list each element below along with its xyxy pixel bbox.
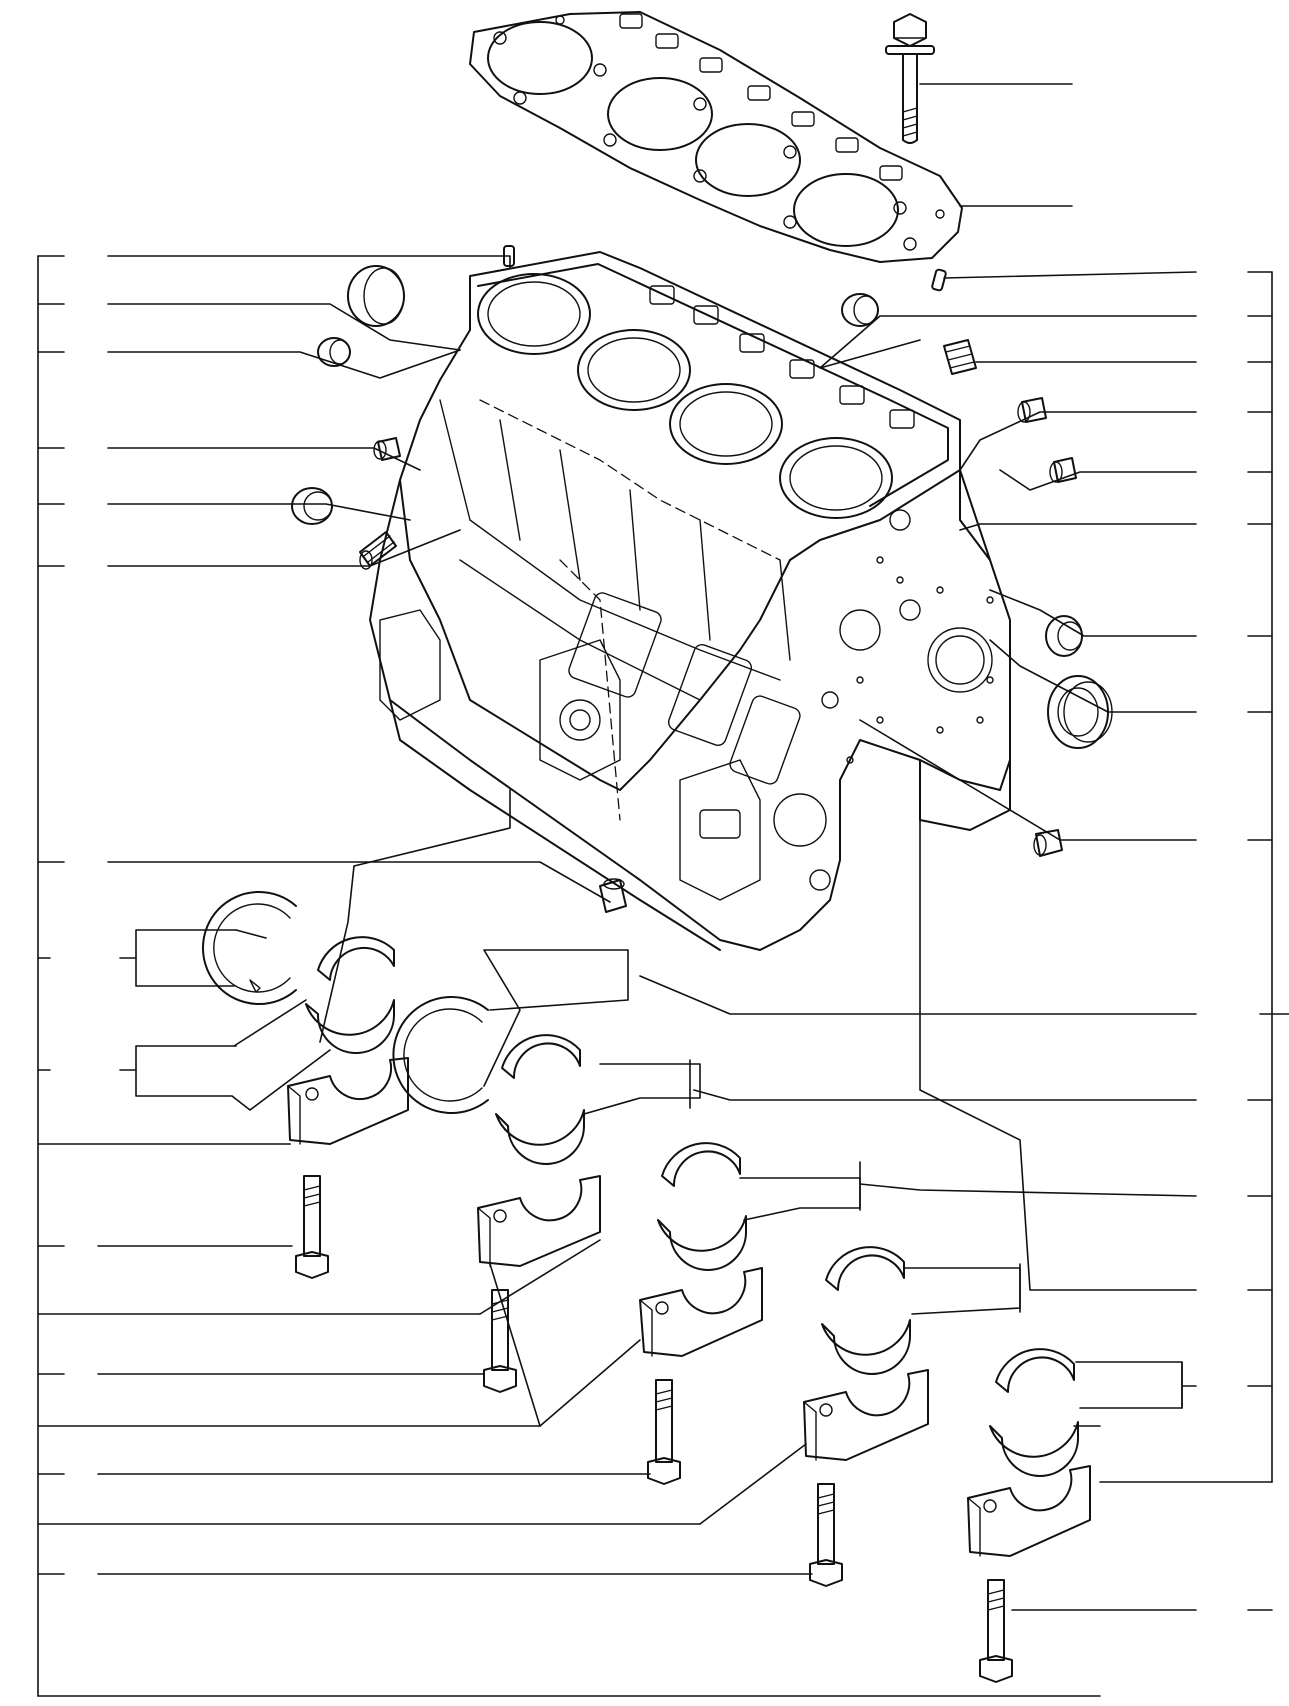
main-bearing-shell-upper-4 bbox=[825, 1246, 905, 1291]
main-bearing-cap-2 bbox=[477, 1175, 601, 1267]
cylinder-block bbox=[369, 251, 1011, 951]
thrust-washer-upper bbox=[201, 891, 297, 1005]
main-bearing-cap-3 bbox=[639, 1267, 763, 1357]
left-leader-lines bbox=[97, 255, 813, 1575]
bearing-pair-brackets bbox=[689, 1059, 1183, 1409]
main-bearing-shell-lower-5 bbox=[989, 1421, 1079, 1477]
main-bearing-shell-lower-2 bbox=[495, 1109, 585, 1165]
head-bolt bbox=[885, 13, 935, 144]
main-bearing-shell-upper-2 bbox=[501, 1034, 581, 1079]
head-gasket bbox=[469, 11, 963, 263]
main-bearing-shell-lower-3 bbox=[657, 1215, 747, 1271]
oil-seal-left bbox=[291, 487, 333, 525]
main-bearing-shell-upper-3 bbox=[661, 1142, 741, 1187]
cap-bolt-2 bbox=[483, 1289, 517, 1393]
thrust-washer-lower bbox=[392, 996, 489, 1114]
cap-bolt-5 bbox=[979, 1579, 1013, 1683]
main-bearing-cap-5 bbox=[967, 1465, 1091, 1557]
cap-bolt-4 bbox=[809, 1483, 843, 1587]
plug-tapered bbox=[943, 339, 977, 375]
expansion-plug-large bbox=[347, 265, 405, 327]
expansion-plug-small bbox=[317, 337, 351, 367]
cap-bolt-3 bbox=[647, 1379, 681, 1485]
main-bearing-cap-1 bbox=[287, 1057, 409, 1145]
drain-plug-front bbox=[599, 878, 627, 913]
dowel-pin-right bbox=[931, 268, 947, 292]
cap-bolt-1 bbox=[295, 1175, 329, 1279]
plug-threaded-2 bbox=[1049, 457, 1077, 483]
main-bearing-cap-4 bbox=[803, 1369, 929, 1461]
main-bearing-shell-lower-4 bbox=[821, 1319, 911, 1375]
camshaft-bushing bbox=[1047, 675, 1113, 749]
bushing-small-right bbox=[1045, 615, 1083, 657]
drain-plug-rear bbox=[1033, 829, 1063, 857]
right-callout-bracket bbox=[1099, 271, 1289, 1611]
plug-threaded-1 bbox=[1017, 397, 1047, 423]
oil-jet-nozzle bbox=[359, 531, 397, 570]
plug-threaded-left bbox=[373, 437, 401, 461]
main-bearing-shell-lower-1 bbox=[305, 999, 395, 1054]
main-bearing-shell-upper-5 bbox=[995, 1348, 1075, 1393]
right-leader-lines bbox=[583, 83, 1197, 1611]
main-bearing-shell-upper-1 bbox=[317, 936, 395, 981]
left-callout-bracket bbox=[37, 255, 1101, 1697]
expansion-plug-top bbox=[841, 293, 879, 327]
